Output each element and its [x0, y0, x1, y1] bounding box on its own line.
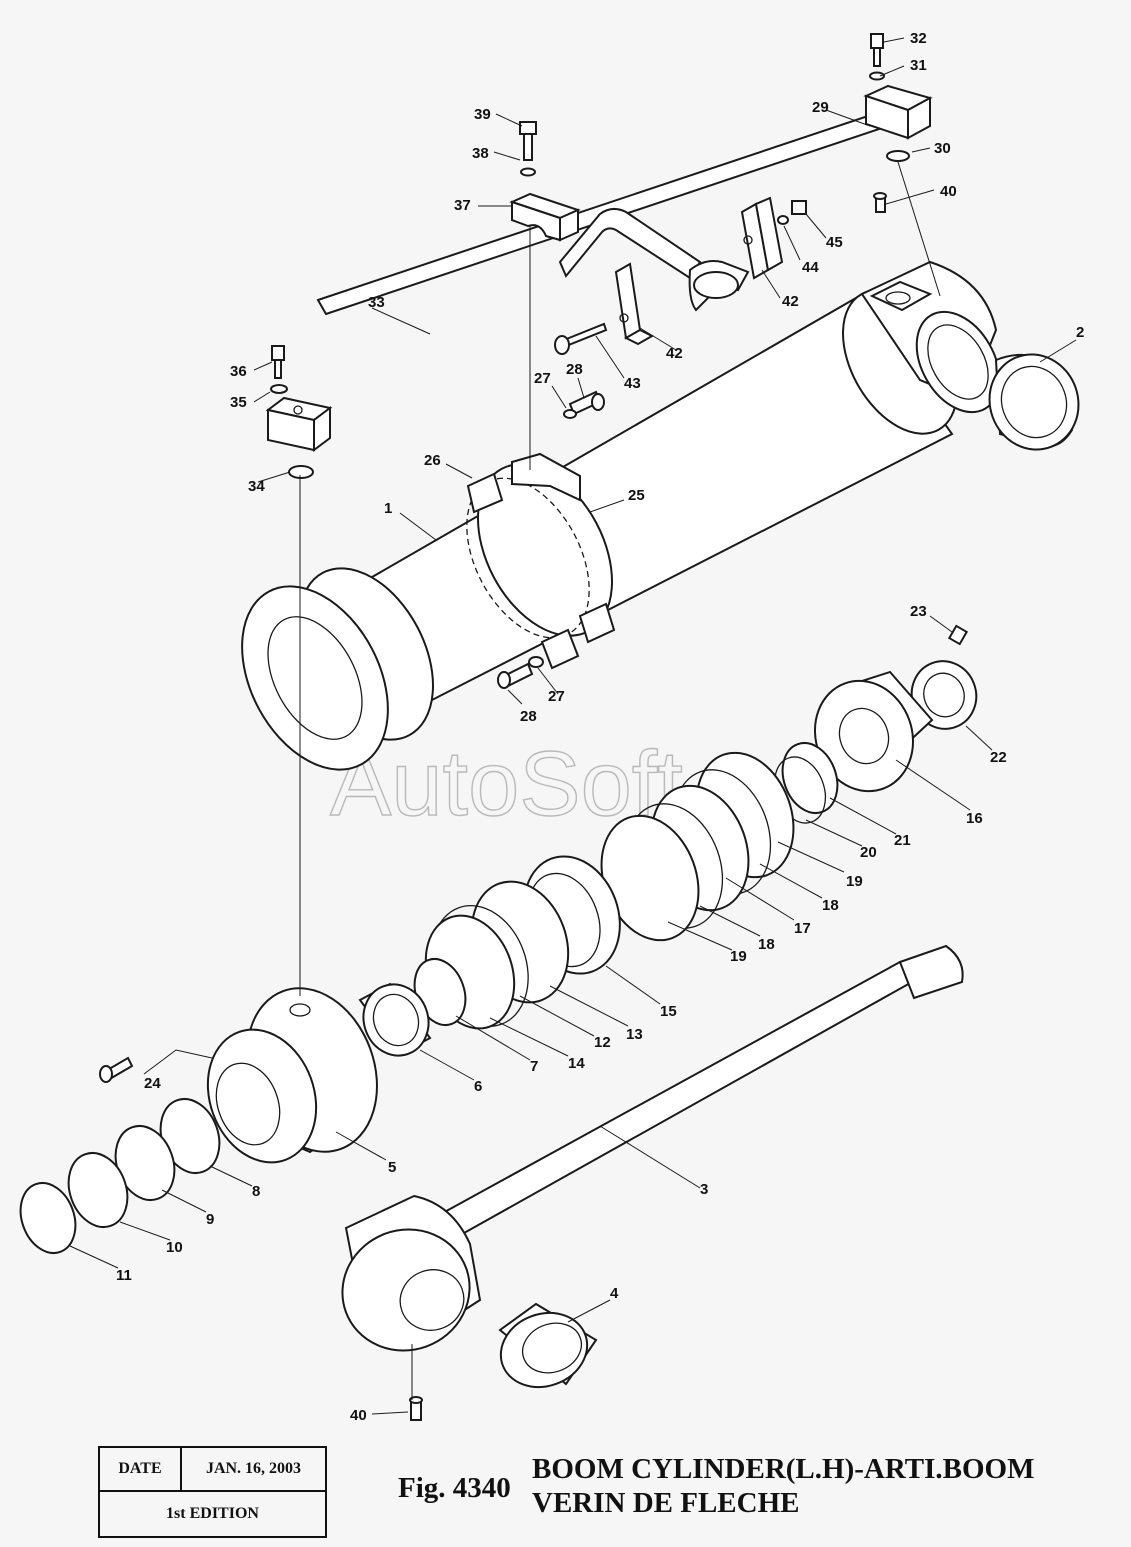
clamp-42-right: [740, 196, 784, 280]
piston-16: [813, 670, 934, 793]
callout-17: 17: [794, 920, 811, 937]
callout-7: 7: [530, 1058, 538, 1075]
callout-1: 1: [384, 500, 392, 517]
callout-13: 13: [626, 1026, 643, 1043]
callout-27a: 27: [534, 370, 551, 387]
callout-42b: 42: [782, 293, 799, 310]
callout-42a: 42: [666, 345, 683, 362]
callout-34: 34: [248, 478, 265, 495]
callout-29: 29: [812, 99, 829, 116]
figure-title-line-1: BOOM CYLINDER(L.H)-ARTI.BOOM: [532, 1453, 1035, 1485]
bolt-43: [554, 322, 608, 355]
date-row: DATE JAN. 16, 2003: [100, 1448, 325, 1492]
ring-11: [19, 1182, 77, 1254]
flange-block-35: [265, 396, 333, 452]
set-screw-23: [947, 624, 969, 646]
callout-10: 10: [166, 1239, 183, 1256]
callout-8: 8: [252, 1183, 260, 1200]
callout-23: 23: [910, 603, 927, 620]
callout-30: 30: [934, 140, 951, 157]
callout-2: 2: [1076, 324, 1084, 341]
callout-15: 15: [660, 1003, 677, 1020]
callout-33: 33: [368, 294, 385, 311]
callout-28a: 28: [566, 361, 583, 378]
callout-14: 14: [568, 1055, 585, 1072]
callout-19a: 19: [846, 873, 863, 890]
bolt-39: [519, 121, 537, 177]
edition-label: 1st EDITION: [166, 1505, 259, 1522]
bushing-4: [498, 1302, 598, 1389]
clamp-37: [509, 192, 581, 242]
callout-9: 9: [206, 1211, 214, 1228]
callout-37: 37: [454, 197, 471, 214]
flange-block-29: [863, 84, 933, 140]
cylinder-head-5: [206, 987, 378, 1164]
callout-40b: 40: [350, 1407, 367, 1424]
clamp-42-left: [614, 262, 655, 346]
bolt-28-bottom: [497, 656, 544, 689]
callout-28b: 28: [520, 708, 537, 725]
callout-11: 11: [116, 1267, 132, 1284]
callout-12: 12: [594, 1034, 611, 1051]
figure-title: BOOM CYLINDER(L.H)-ARTI.BOOM VERIN DE FL…: [532, 1452, 1034, 1520]
callout-6: 6: [474, 1078, 482, 1095]
figure-number: Fig. 4340: [398, 1472, 511, 1504]
callout-26: 26: [424, 452, 441, 469]
band-clamp-25: [466, 452, 616, 670]
callout-45: 45: [826, 234, 843, 251]
date-label: DATE: [100, 1448, 182, 1490]
bushing-6: [358, 982, 432, 1057]
grease-nipple-40-bottom: [409, 1396, 423, 1421]
callout-25: 25: [628, 487, 645, 504]
callout-31: 31: [910, 57, 927, 74]
callout-39: 39: [474, 106, 491, 123]
callout-5: 5: [388, 1159, 396, 1176]
callout-44: 44: [802, 259, 819, 276]
edition-box: DATE JAN. 16, 2003 1st EDITION: [98, 1446, 327, 1538]
callout-labels: 1 2 3 4 5 6 7 8 9 10 11 12 13 14 15 16 1…: [116, 30, 1084, 1424]
callout-43: 43: [624, 375, 641, 392]
callout-3: 3: [700, 1181, 708, 1198]
callout-40a: 40: [940, 183, 957, 200]
callout-22: 22: [990, 749, 1007, 766]
o-ring-34: [288, 465, 314, 479]
callout-21: 21: [894, 832, 911, 849]
bolt-32: [869, 33, 885, 81]
callout-16: 16: [966, 810, 983, 827]
bushing-2: [988, 353, 1080, 451]
screw-24: [99, 1056, 134, 1083]
callout-20: 20: [860, 844, 877, 861]
bolt-28-top: [563, 390, 605, 419]
washer-44: [777, 215, 789, 225]
leader-lines: [69, 37, 1077, 1415]
seal-10: [67, 1152, 129, 1228]
callout-27b: 27: [548, 688, 565, 705]
date-value: JAN. 16, 2003: [205, 1460, 302, 1477]
figure-title-line-2: VERIN DE FLECHE: [532, 1487, 800, 1519]
lock-nut-22: [910, 660, 978, 730]
callout-36: 36: [230, 363, 247, 380]
callout-38: 38: [472, 145, 489, 162]
callout-18b: 18: [758, 936, 775, 953]
piston-rod-3: [341, 944, 964, 1352]
callout-19b: 19: [730, 948, 747, 965]
callout-4: 4: [610, 1285, 619, 1302]
callout-24: 24: [144, 1075, 161, 1092]
nut-45: [791, 200, 807, 215]
o-ring-30: [886, 150, 910, 162]
grease-nipple-40-top: [873, 192, 887, 213]
bolt-36: [270, 345, 288, 394]
callout-18a: 18: [822, 897, 839, 914]
callout-35: 35: [230, 394, 247, 411]
callout-32: 32: [910, 30, 927, 47]
